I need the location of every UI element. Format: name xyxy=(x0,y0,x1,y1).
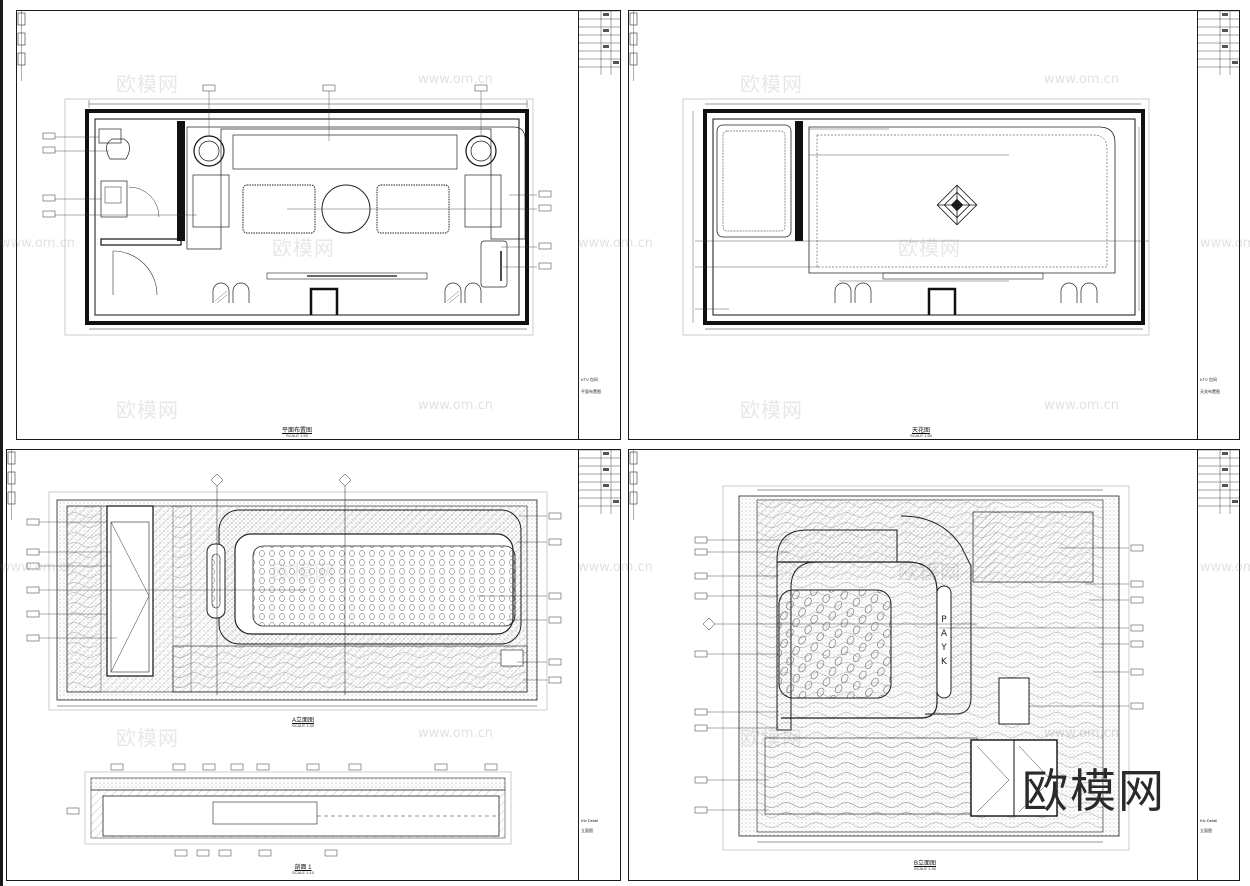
title-block-project: KTV 包间 xyxy=(1200,377,1217,382)
title-block-drawing: 天花布置图 xyxy=(1200,389,1220,394)
floor-plan-drawing xyxy=(42,84,552,336)
title-block: KTV 包间 天花布置图 xyxy=(1197,11,1240,439)
title-block-drawing: 立面图 xyxy=(581,828,593,833)
sheet-side-strip xyxy=(629,450,638,520)
sheet-caption-scale: SCALE 1:30 xyxy=(913,866,936,871)
title-block-grid xyxy=(579,11,621,75)
sheet-side-strip xyxy=(7,450,16,520)
sign-letter-a: A xyxy=(941,629,948,639)
sheet-side-strip xyxy=(17,11,26,81)
title-block-project: Ktv Detail xyxy=(581,818,599,823)
title-block-drawing: 立面图 xyxy=(1200,828,1212,833)
sheet-ceiling-plan: 天花图 SCALE 1:50 KTV 包间 天花布置图 xyxy=(628,10,1240,440)
section-caption-scale: SCALE 1:10 xyxy=(291,870,314,875)
sheet-caption: A立面图 xyxy=(291,718,314,724)
sheet-caption: 天花图 xyxy=(911,428,930,434)
sign-letter-p: P xyxy=(941,615,947,625)
sheet-side-strip xyxy=(629,11,638,81)
ceiling-plan-drawing xyxy=(682,98,1150,336)
sheet-caption-scale: SCALE 1:50 xyxy=(285,433,308,438)
title-block: KTV 包间 平面布置图 xyxy=(578,11,621,439)
sheet-elevation-a: A立面图 SCALE 1:30 剖面 1 SCALE 1:10 Ktv Deta… xyxy=(6,449,621,881)
elevation-a-drawing xyxy=(26,473,562,857)
sheet-caption-scale: SCALE 1:30 xyxy=(291,723,314,728)
title-block-grid xyxy=(1198,11,1240,75)
elevation-b-drawing: P A Y K xyxy=(694,485,1144,851)
sign-letter-k: K xyxy=(941,657,948,667)
title-block-grid xyxy=(579,450,621,514)
title-block-grid xyxy=(1198,450,1240,514)
site-logo: 欧模网 xyxy=(1022,764,1166,818)
sign-letter-y: Y xyxy=(940,643,947,653)
sheet-caption: 平面布置图 xyxy=(281,428,312,434)
sheet-elevation-b: P A Y K xyxy=(628,449,1240,881)
sheet-caption: B立面图 xyxy=(913,861,936,867)
title-block: Ktv Detail 立面图 xyxy=(578,450,621,880)
title-block-drawing: 平面布置图 xyxy=(581,389,601,394)
sheet-floor-plan: 平面布置图 SCALE 1:50 KTV 包间 平面布置图 xyxy=(16,10,621,440)
title-block-project: Ktv Detail xyxy=(1200,818,1218,823)
title-block-project: KTV 包间 xyxy=(581,377,598,382)
section-caption: 剖面 1 xyxy=(294,865,312,871)
sheet-caption-scale: SCALE 1:50 xyxy=(909,433,932,438)
title-block: Ktv Detail 立面图 xyxy=(1197,450,1240,880)
